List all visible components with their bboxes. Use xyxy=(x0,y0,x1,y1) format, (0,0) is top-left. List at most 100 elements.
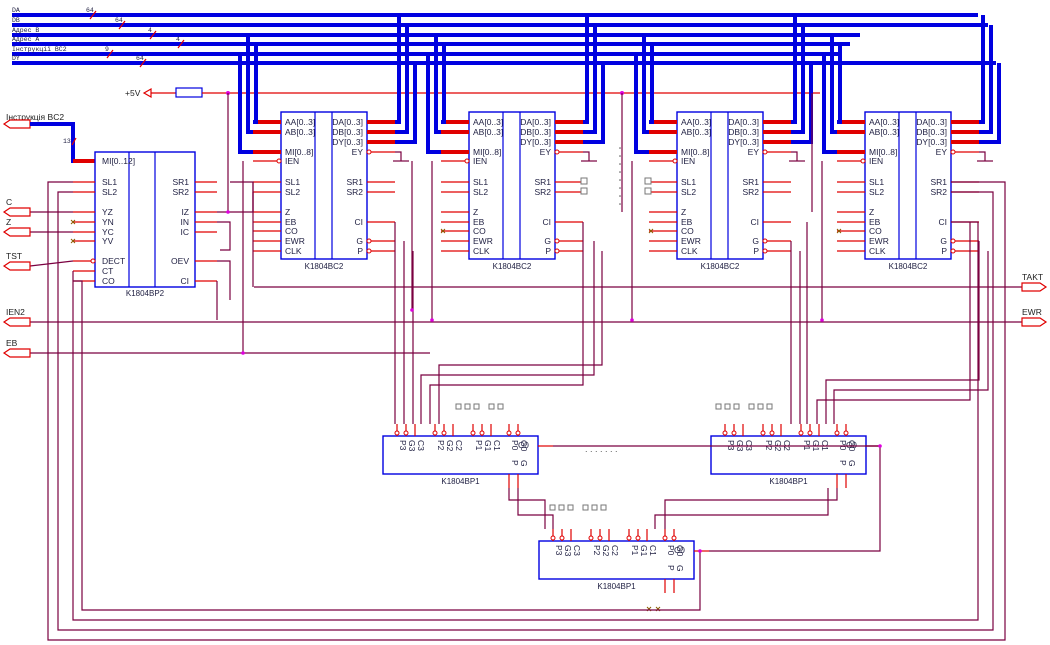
inverter-bubble xyxy=(403,430,409,436)
pin-sr2: SR2 xyxy=(534,187,551,197)
pin-da03: DA[0..3] xyxy=(520,117,551,127)
bus-rise-da xyxy=(979,15,985,124)
pin-z: Z xyxy=(869,207,874,217)
inverter-bubble xyxy=(554,248,560,254)
ellipsis-dot xyxy=(619,163,621,165)
open-terminal xyxy=(600,504,607,511)
pin-clk: CLK xyxy=(285,246,302,256)
inverter-bubble xyxy=(588,535,594,541)
port-label: C xyxy=(6,197,12,207)
pin-c0: C0 xyxy=(674,545,685,555)
pin-sl2: SL2 xyxy=(102,187,117,197)
port-arrow-icon xyxy=(2,348,31,358)
pin-sr1: SR1 xyxy=(930,177,947,187)
pin-db03: DB[0..3] xyxy=(728,127,759,137)
open-terminal xyxy=(488,403,495,410)
bus-drop-b xyxy=(830,35,837,134)
pin-eb: EB xyxy=(869,217,881,227)
pin-mi012: MI[0..12] xyxy=(102,156,135,166)
open-terminal xyxy=(558,504,565,511)
wire xyxy=(654,488,829,529)
no-connect-icon xyxy=(646,606,661,612)
open-terminal xyxy=(715,403,722,410)
open-terminal xyxy=(591,504,598,511)
output-port-takt[interactable]: TAKT xyxy=(1021,272,1048,292)
inverter-bubble xyxy=(635,535,641,541)
inverter-bubble xyxy=(432,430,438,436)
chip-k1804bp2: MI[0..12]SL1SL2YZYNYCYVDECTCTCOSR1SR2IZI… xyxy=(70,151,217,298)
pin-ci: CI xyxy=(181,276,190,286)
pin-db03: DB[0..3] xyxy=(916,127,947,137)
inverter-bubble xyxy=(394,430,400,436)
bus-rise-dy xyxy=(791,63,813,144)
bus-width-db: 64 xyxy=(115,17,123,24)
chip-name: K1804BP1 xyxy=(769,477,808,486)
pin-c0: C0 xyxy=(846,440,857,450)
pin-sr2: SR2 xyxy=(346,187,363,197)
ellipsis-dot xyxy=(619,147,621,149)
chip-body xyxy=(676,111,764,260)
port-arrow-icon xyxy=(1021,317,1048,327)
bus-rise-dy xyxy=(979,63,1001,144)
pin-sr2: SR2 xyxy=(172,187,189,197)
pin-clk: CLK xyxy=(869,246,886,256)
junction-dot xyxy=(820,318,824,322)
pin-ey: EY xyxy=(748,147,760,157)
power-rail: +5V xyxy=(125,87,820,99)
pin-c3: C3 xyxy=(572,545,582,556)
wire xyxy=(29,260,74,267)
output-port-ewr[interactable]: EWR xyxy=(1021,307,1048,327)
port-label: IEN2 xyxy=(6,307,25,317)
bus-drop-b xyxy=(246,35,253,134)
instr-port-arrow-icon xyxy=(2,119,31,129)
pin-p: P xyxy=(510,460,520,466)
chip-k1804bc2-2: AA[0..3]AB[0..3]MI[0..8]IENSL1SL2ZEBCOEW… xyxy=(426,15,605,271)
open-terminal xyxy=(567,504,574,511)
inverter-bubble xyxy=(366,238,372,244)
inverter-bubble xyxy=(470,430,476,436)
ey-wire xyxy=(979,151,986,161)
inverter-bubble xyxy=(722,430,728,436)
bus-label-addr-a: Адрес A xyxy=(12,36,39,43)
pin-eb: EB xyxy=(285,217,297,227)
input-port-ien2[interactable]: IEN2 xyxy=(2,307,31,327)
bus-rise-db xyxy=(791,25,805,134)
bus-drop-mi xyxy=(238,54,253,154)
bus-drop-a xyxy=(253,44,258,124)
wire xyxy=(217,260,231,300)
ey-wire xyxy=(583,151,590,161)
pin-sr1: SR1 xyxy=(534,177,551,187)
inverter-bubble xyxy=(464,158,470,164)
pin-ab03: AB[0..3] xyxy=(869,127,899,137)
wire xyxy=(816,222,971,424)
pin-ab03: AB[0..3] xyxy=(681,127,711,137)
pin-clk: CLK xyxy=(681,246,698,256)
pin-g2: G2 xyxy=(445,440,455,452)
inverter-bubble xyxy=(441,430,447,436)
pin-g: G xyxy=(847,460,857,467)
chip-body xyxy=(382,435,539,475)
chip-k1804bc2-3: AA[0..3]AB[0..3]MI[0..8]IENSL1SL2ZEBCOEW… xyxy=(634,15,813,271)
pin-p2: P2 xyxy=(436,440,446,451)
input-port-c[interactable]: C xyxy=(2,197,31,217)
input-port-eb[interactable]: EB xyxy=(2,338,31,358)
bus-width-instr: 9 xyxy=(105,46,109,53)
pin-ewr: EWR xyxy=(681,236,701,246)
chip-body xyxy=(94,151,196,288)
instr-input[interactable]: Інструкція BC2 13 xyxy=(2,112,100,163)
pin-ien: IEN xyxy=(473,156,487,166)
no-connect-icon xyxy=(70,219,76,225)
input-port-z[interactable]: Z xyxy=(2,217,31,237)
junction-dot xyxy=(630,318,634,322)
input-port-tst[interactable]: TST xyxy=(2,251,31,271)
pin-yc: YC xyxy=(102,227,114,237)
pin-p2: P2 xyxy=(592,545,602,556)
junction-dot xyxy=(430,318,434,322)
pin-mi08: MI[0..8] xyxy=(285,147,313,157)
bus-label-instr: Інструкції BC2 xyxy=(12,45,67,53)
inverter-bubble xyxy=(671,535,677,541)
no-connect-icon xyxy=(440,228,446,234)
bus-rise-db xyxy=(979,25,993,134)
pin-aa03: AA[0..3] xyxy=(285,117,315,127)
inverter-bubble xyxy=(762,248,768,254)
